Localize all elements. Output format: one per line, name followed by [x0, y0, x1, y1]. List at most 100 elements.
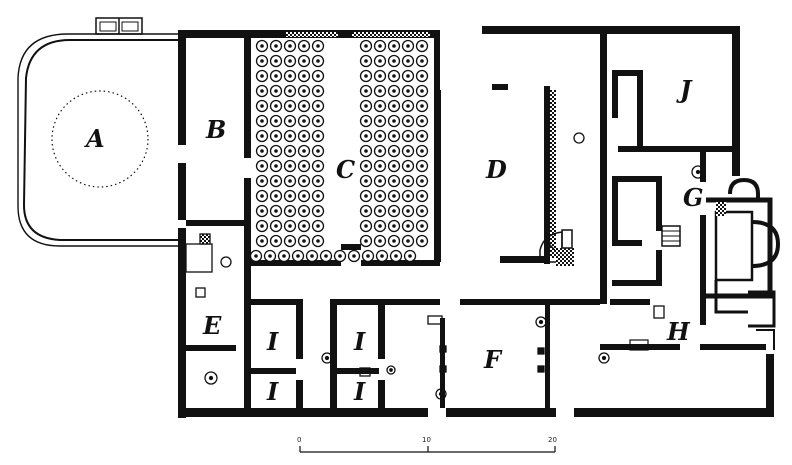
column-center	[288, 74, 292, 78]
column-center	[392, 74, 396, 78]
column-center	[288, 134, 292, 138]
column-center	[274, 44, 278, 48]
column-center	[364, 209, 368, 213]
column-center	[406, 89, 410, 93]
column-center	[260, 164, 264, 168]
column-center	[260, 44, 264, 48]
column-center	[288, 44, 292, 48]
column-center	[338, 254, 342, 258]
column-center	[302, 224, 306, 228]
column-center	[420, 239, 424, 243]
column-center	[274, 224, 278, 228]
column-center	[406, 119, 410, 123]
column-center	[274, 149, 278, 153]
column-center	[316, 74, 320, 78]
column-center	[364, 224, 368, 228]
column-center	[364, 104, 368, 108]
room-label-a: A	[86, 124, 105, 153]
column-center	[288, 119, 292, 123]
column-center	[316, 164, 320, 168]
column-center	[288, 59, 292, 63]
column-center	[378, 119, 382, 123]
column-center	[378, 194, 382, 198]
column-center	[288, 104, 292, 108]
column-center	[364, 194, 368, 198]
column-center	[420, 59, 424, 63]
column-center	[316, 134, 320, 138]
column-center	[392, 224, 396, 228]
room-label-h: H	[667, 317, 690, 346]
column-center	[394, 254, 398, 258]
column-center	[302, 194, 306, 198]
column-center	[378, 149, 382, 153]
column-center	[406, 239, 410, 243]
column-center	[364, 164, 368, 168]
column-center	[302, 149, 306, 153]
column-center	[406, 224, 410, 228]
room-label-g: G	[683, 183, 704, 212]
column-center	[406, 209, 410, 213]
stairs	[539, 90, 726, 351]
room-label-f: F	[484, 345, 502, 374]
column-center	[274, 179, 278, 183]
scale-tick-20: 20	[548, 436, 557, 444]
room-label-i-1: I	[267, 327, 279, 356]
column-center	[288, 89, 292, 93]
column-center	[316, 149, 320, 153]
bath-complex	[706, 177, 781, 350]
column-center	[310, 254, 314, 258]
column-center	[316, 89, 320, 93]
column-center	[392, 179, 396, 183]
scale-tick-10: 10	[422, 436, 431, 444]
column-center	[302, 164, 306, 168]
column-center	[378, 104, 382, 108]
column-center	[364, 89, 368, 93]
column-center	[288, 194, 292, 198]
column-center	[378, 89, 382, 93]
column-center	[260, 194, 264, 198]
column-center	[268, 254, 272, 258]
column-center	[274, 119, 278, 123]
column-center	[406, 59, 410, 63]
column-center	[378, 44, 382, 48]
column-center	[254, 254, 258, 258]
column-center	[352, 254, 356, 258]
column-center	[378, 209, 382, 213]
column-center	[260, 224, 264, 228]
room-label-e: E	[203, 311, 222, 340]
column-center	[316, 179, 320, 183]
column-center	[302, 74, 306, 78]
column-center	[406, 149, 410, 153]
column-center	[392, 119, 396, 123]
column-center	[260, 59, 264, 63]
column-center	[392, 44, 396, 48]
column-center	[288, 224, 292, 228]
column-center	[406, 74, 410, 78]
column-center	[364, 134, 368, 138]
courtyard-a	[17, 17, 180, 247]
room-label-d: D	[486, 155, 507, 184]
column-center	[260, 134, 264, 138]
room-label-i-4: I	[354, 377, 366, 406]
column-center	[406, 104, 410, 108]
column-center	[378, 179, 382, 183]
room-label-j: J	[680, 75, 692, 104]
column-center	[420, 164, 424, 168]
column-center	[302, 59, 306, 63]
column-center	[420, 209, 424, 213]
column-center	[260, 119, 264, 123]
column-center	[392, 149, 396, 153]
column-center	[420, 44, 424, 48]
column-center	[420, 134, 424, 138]
column-center	[260, 179, 264, 183]
column-center	[420, 104, 424, 108]
column-center	[274, 134, 278, 138]
column-center	[406, 179, 410, 183]
column-center	[378, 224, 382, 228]
column-center	[420, 179, 424, 183]
column-center	[316, 194, 320, 198]
column-center	[302, 44, 306, 48]
column-center	[288, 164, 292, 168]
column-center	[364, 179, 368, 183]
